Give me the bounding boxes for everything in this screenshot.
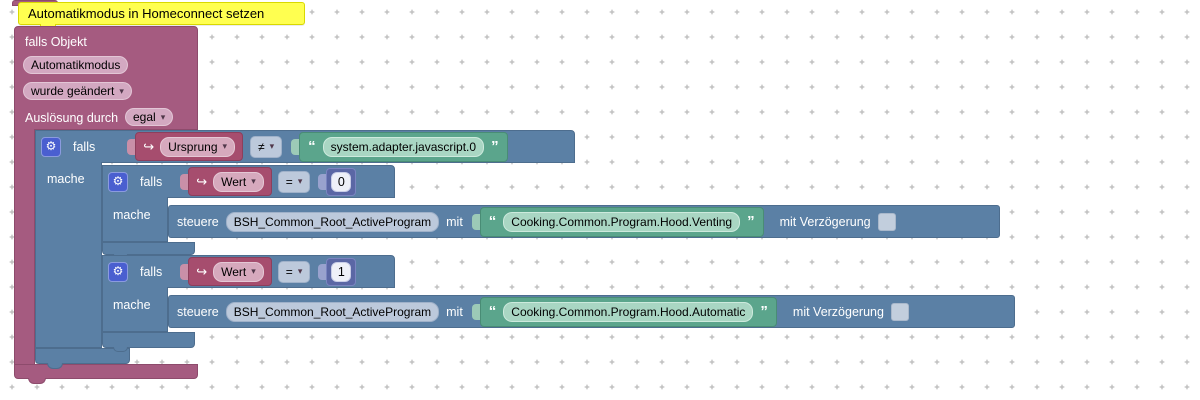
control-0-with-label: mit bbox=[446, 214, 463, 229]
trigger-condition-dropdown[interactable]: egal ▾ bbox=[125, 108, 174, 126]
outer-if-keyword: falls bbox=[73, 139, 96, 154]
trigger-condition-label: Auslösung durch bbox=[25, 111, 119, 125]
value-arrow-icon: ↪ bbox=[196, 263, 208, 279]
control-1-delay-checkbox[interactable] bbox=[890, 302, 909, 321]
control-block-0[interactable]: steuere BSH_Common_Root_ActiveProgram mi… bbox=[168, 205, 1000, 238]
mutator-gear-icon[interactable]: ⚙ bbox=[108, 261, 128, 282]
control-0-string-field[interactable]: Cooking.Common.Program.Hood.Venting bbox=[503, 211, 741, 232]
inner-if-0-trigger-value-block[interactable]: ↪ Wert ▾ bbox=[188, 167, 272, 196]
comment-block[interactable]: Automatikmodus in Homeconnect setzen bbox=[18, 2, 305, 25]
close-quote-icon: ” bbox=[747, 213, 755, 230]
chevron-down-icon: ▾ bbox=[251, 176, 256, 186]
inner-if-1-field-dropdown[interactable]: Wert ▾ bbox=[213, 261, 264, 282]
input-connector bbox=[318, 173, 327, 190]
input-connector bbox=[318, 263, 327, 280]
inner-if-0-field-dropdown[interactable]: Wert ▾ bbox=[213, 171, 264, 192]
close-quote-icon: ” bbox=[760, 303, 768, 320]
input-connector bbox=[180, 173, 189, 190]
close-quote-icon: ” bbox=[491, 138, 499, 155]
input-connector bbox=[471, 213, 480, 230]
inner-if-0-number-field[interactable]: 0 bbox=[331, 171, 352, 192]
chevron-down-icon: ▾ bbox=[222, 141, 228, 151]
chevron-down-icon: ▾ bbox=[269, 141, 275, 151]
inner-if-0-do-label: mache bbox=[113, 208, 151, 222]
outer-if-do-label: mache bbox=[47, 172, 85, 186]
trigger-block-bottom[interactable] bbox=[14, 364, 198, 379]
inner-if-1-number-field[interactable]: 1 bbox=[331, 261, 352, 282]
control-0-delay-label: mit Verzögerung bbox=[779, 214, 871, 229]
control-0-string-block[interactable]: “ Cooking.Common.Program.Hood.Venting ” bbox=[479, 206, 764, 237]
trigger-title: falls Objekt bbox=[25, 35, 87, 49]
chevron-down-icon: ▾ bbox=[297, 176, 303, 186]
control-0-delay-checkbox[interactable] bbox=[877, 212, 896, 231]
input-connector bbox=[471, 303, 480, 320]
chevron-down-icon: ▾ bbox=[119, 85, 124, 96]
inner-if-0-number-block[interactable]: 0 bbox=[326, 167, 357, 196]
outer-if-operator-dropdown[interactable]: ≠ ▾ bbox=[250, 135, 283, 158]
outer-if-trigger-value-block[interactable]: ↪ Ursprung ▾ bbox=[135, 132, 244, 161]
control-0-oid-field[interactable]: BSH_Common_Root_ActiveProgram bbox=[225, 211, 440, 232]
inner-if-1-bottom[interactable] bbox=[102, 332, 195, 348]
inner-if-1-do-label: mache bbox=[113, 298, 151, 312]
trigger-block-next-connector bbox=[28, 378, 46, 384]
outer-if-string-field[interactable]: system.adapter.javascript.0 bbox=[322, 136, 485, 157]
outer-if-string-block[interactable]: “ system.adapter.javascript.0 ” bbox=[299, 131, 508, 162]
trigger-oid-field[interactable]: Automatikmodus bbox=[23, 56, 129, 74]
input-connector bbox=[291, 138, 300, 155]
trigger-block-left-column[interactable] bbox=[14, 129, 35, 365]
comment-text: Automatikmodus in Homeconnect setzen bbox=[28, 6, 265, 21]
control-1-string-field[interactable]: Cooking.Common.Program.Hood.Automatic bbox=[503, 301, 754, 322]
input-connector bbox=[180, 263, 189, 280]
control-1-delay-label: mit Verzögerung bbox=[792, 304, 884, 319]
chevron-down-icon: ▾ bbox=[297, 266, 303, 276]
open-quote-icon: “ bbox=[488, 303, 497, 320]
control-1-oid-field[interactable]: BSH_Common_Root_ActiveProgram bbox=[225, 301, 440, 322]
inner-if-1-number-block[interactable]: 1 bbox=[326, 257, 357, 286]
open-quote-icon: “ bbox=[308, 138, 316, 155]
inner-if-0-keyword: falls bbox=[140, 174, 163, 189]
inner-if-1-operator-dropdown[interactable]: = ▾ bbox=[277, 260, 311, 283]
control-0-verb: steuere bbox=[177, 214, 219, 229]
control-block-1[interactable]: steuere BSH_Common_Root_ActiveProgram mi… bbox=[168, 295, 1015, 328]
control-1-with-label: mit bbox=[446, 304, 463, 319]
outer-if-field-dropdown[interactable]: Ursprung ▾ bbox=[160, 136, 236, 157]
outer-if-bottom[interactable] bbox=[35, 348, 130, 364]
open-quote-icon: “ bbox=[488, 213, 497, 230]
inner-if-1-keyword: falls bbox=[140, 264, 163, 279]
inner-if-0-operator-dropdown[interactable]: = ▾ bbox=[277, 170, 311, 193]
input-connector bbox=[127, 138, 136, 155]
trigger-change-dropdown[interactable]: wurde geändert ▾ bbox=[23, 82, 132, 100]
outer-if-do-column[interactable]: mache bbox=[35, 162, 102, 348]
control-1-verb: steuere bbox=[177, 304, 219, 319]
inner-if-1-block[interactable]: ⚙ falls ↪ Wert ▾ = ▾ 1 bbox=[102, 255, 395, 288]
inner-if-0-bottom[interactable] bbox=[102, 242, 195, 255]
inner-if-1-trigger-value-block[interactable]: ↪ Wert ▾ bbox=[188, 257, 272, 286]
inner-if-1-do-column[interactable]: mache bbox=[102, 287, 168, 332]
control-1-string-block[interactable]: “ Cooking.Common.Program.Hood.Automatic … bbox=[479, 296, 777, 327]
inner-if-0-do-column[interactable]: mache bbox=[102, 197, 168, 242]
chevron-down-icon: ▾ bbox=[160, 111, 166, 122]
mutator-gear-icon[interactable]: ⚙ bbox=[108, 171, 128, 192]
chevron-down-icon: ▾ bbox=[251, 266, 256, 276]
trigger-block[interactable]: falls Objekt Automatikmodus wurde geände… bbox=[14, 26, 198, 130]
mutator-gear-icon[interactable]: ⚙ bbox=[41, 136, 61, 157]
outer-if-block[interactable]: ⚙ falls ↪ Ursprung ▾ ≠ ▾ “ system.adapte… bbox=[35, 130, 575, 163]
value-arrow-icon: ↪ bbox=[196, 173, 208, 189]
value-arrow-icon: ↪ bbox=[143, 138, 155, 154]
inner-if-0-block[interactable]: ⚙ falls ↪ Wert ▾ = ▾ 0 bbox=[102, 165, 395, 198]
